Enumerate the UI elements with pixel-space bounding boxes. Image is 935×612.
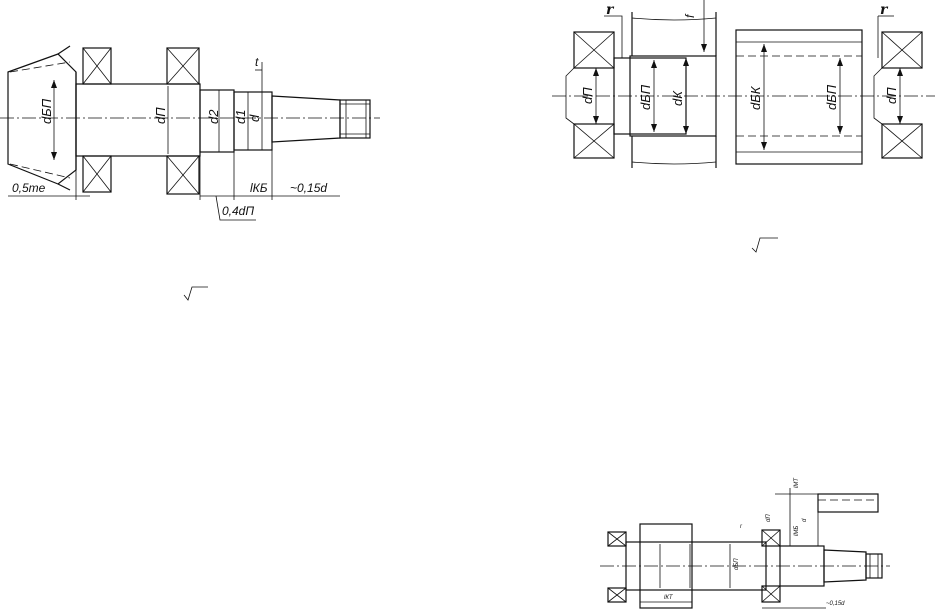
label-d-2: d2 (206, 109, 221, 124)
label-d-k: dК (670, 90, 685, 106)
label-r-left: r (606, 2, 615, 18)
label-half-me: 0,5me (12, 181, 46, 195)
label-f: f (683, 13, 697, 18)
label-d-bp-right: dБП (824, 84, 839, 110)
label-d-p-left: dП (580, 87, 595, 104)
diagram-intermediate-shaft: dП dБП dК dБК dБП dП r r f (552, 0, 935, 253)
bearing-right (166, 47, 200, 195)
label-l-mt: lМТ (794, 477, 800, 488)
label-d-bk: dБК (748, 85, 763, 110)
label-l-kb: lКБ (250, 181, 268, 195)
label-d-bp: dБП (39, 98, 54, 124)
label-t: t (255, 55, 259, 69)
diagram-output-shaft: lМТ lМБ dП d dБП r lКТ ~0,15d (600, 477, 890, 609)
label-d-bp3: dБП (734, 558, 740, 570)
bearing-left (565, 31, 615, 159)
diagram-pinion-shaft: dБП dП d2 d1 d (0, 45, 380, 301)
label-d-bp-left: dБП (638, 84, 653, 110)
label-d-p3: dП (766, 514, 772, 522)
label-rad-04dp: 0,4dП (222, 204, 254, 218)
label-rad-015d: ~0,15d (290, 181, 327, 195)
label-l-kt: lКТ (664, 595, 674, 601)
bearing-left (82, 47, 112, 193)
label-r-right: r (880, 2, 889, 18)
label-r3: r (740, 524, 743, 530)
label-l-mb: lМБ (794, 526, 800, 536)
label-d-p: dП (153, 107, 168, 124)
bearing-right (873, 31, 923, 159)
label-d3: d (802, 518, 808, 522)
label-d: d (247, 114, 262, 122)
label-d-1: d1 (233, 110, 248, 124)
label-d-p-right: dП (884, 87, 899, 104)
label-rad-015d-3: ~0,15d (826, 601, 845, 607)
